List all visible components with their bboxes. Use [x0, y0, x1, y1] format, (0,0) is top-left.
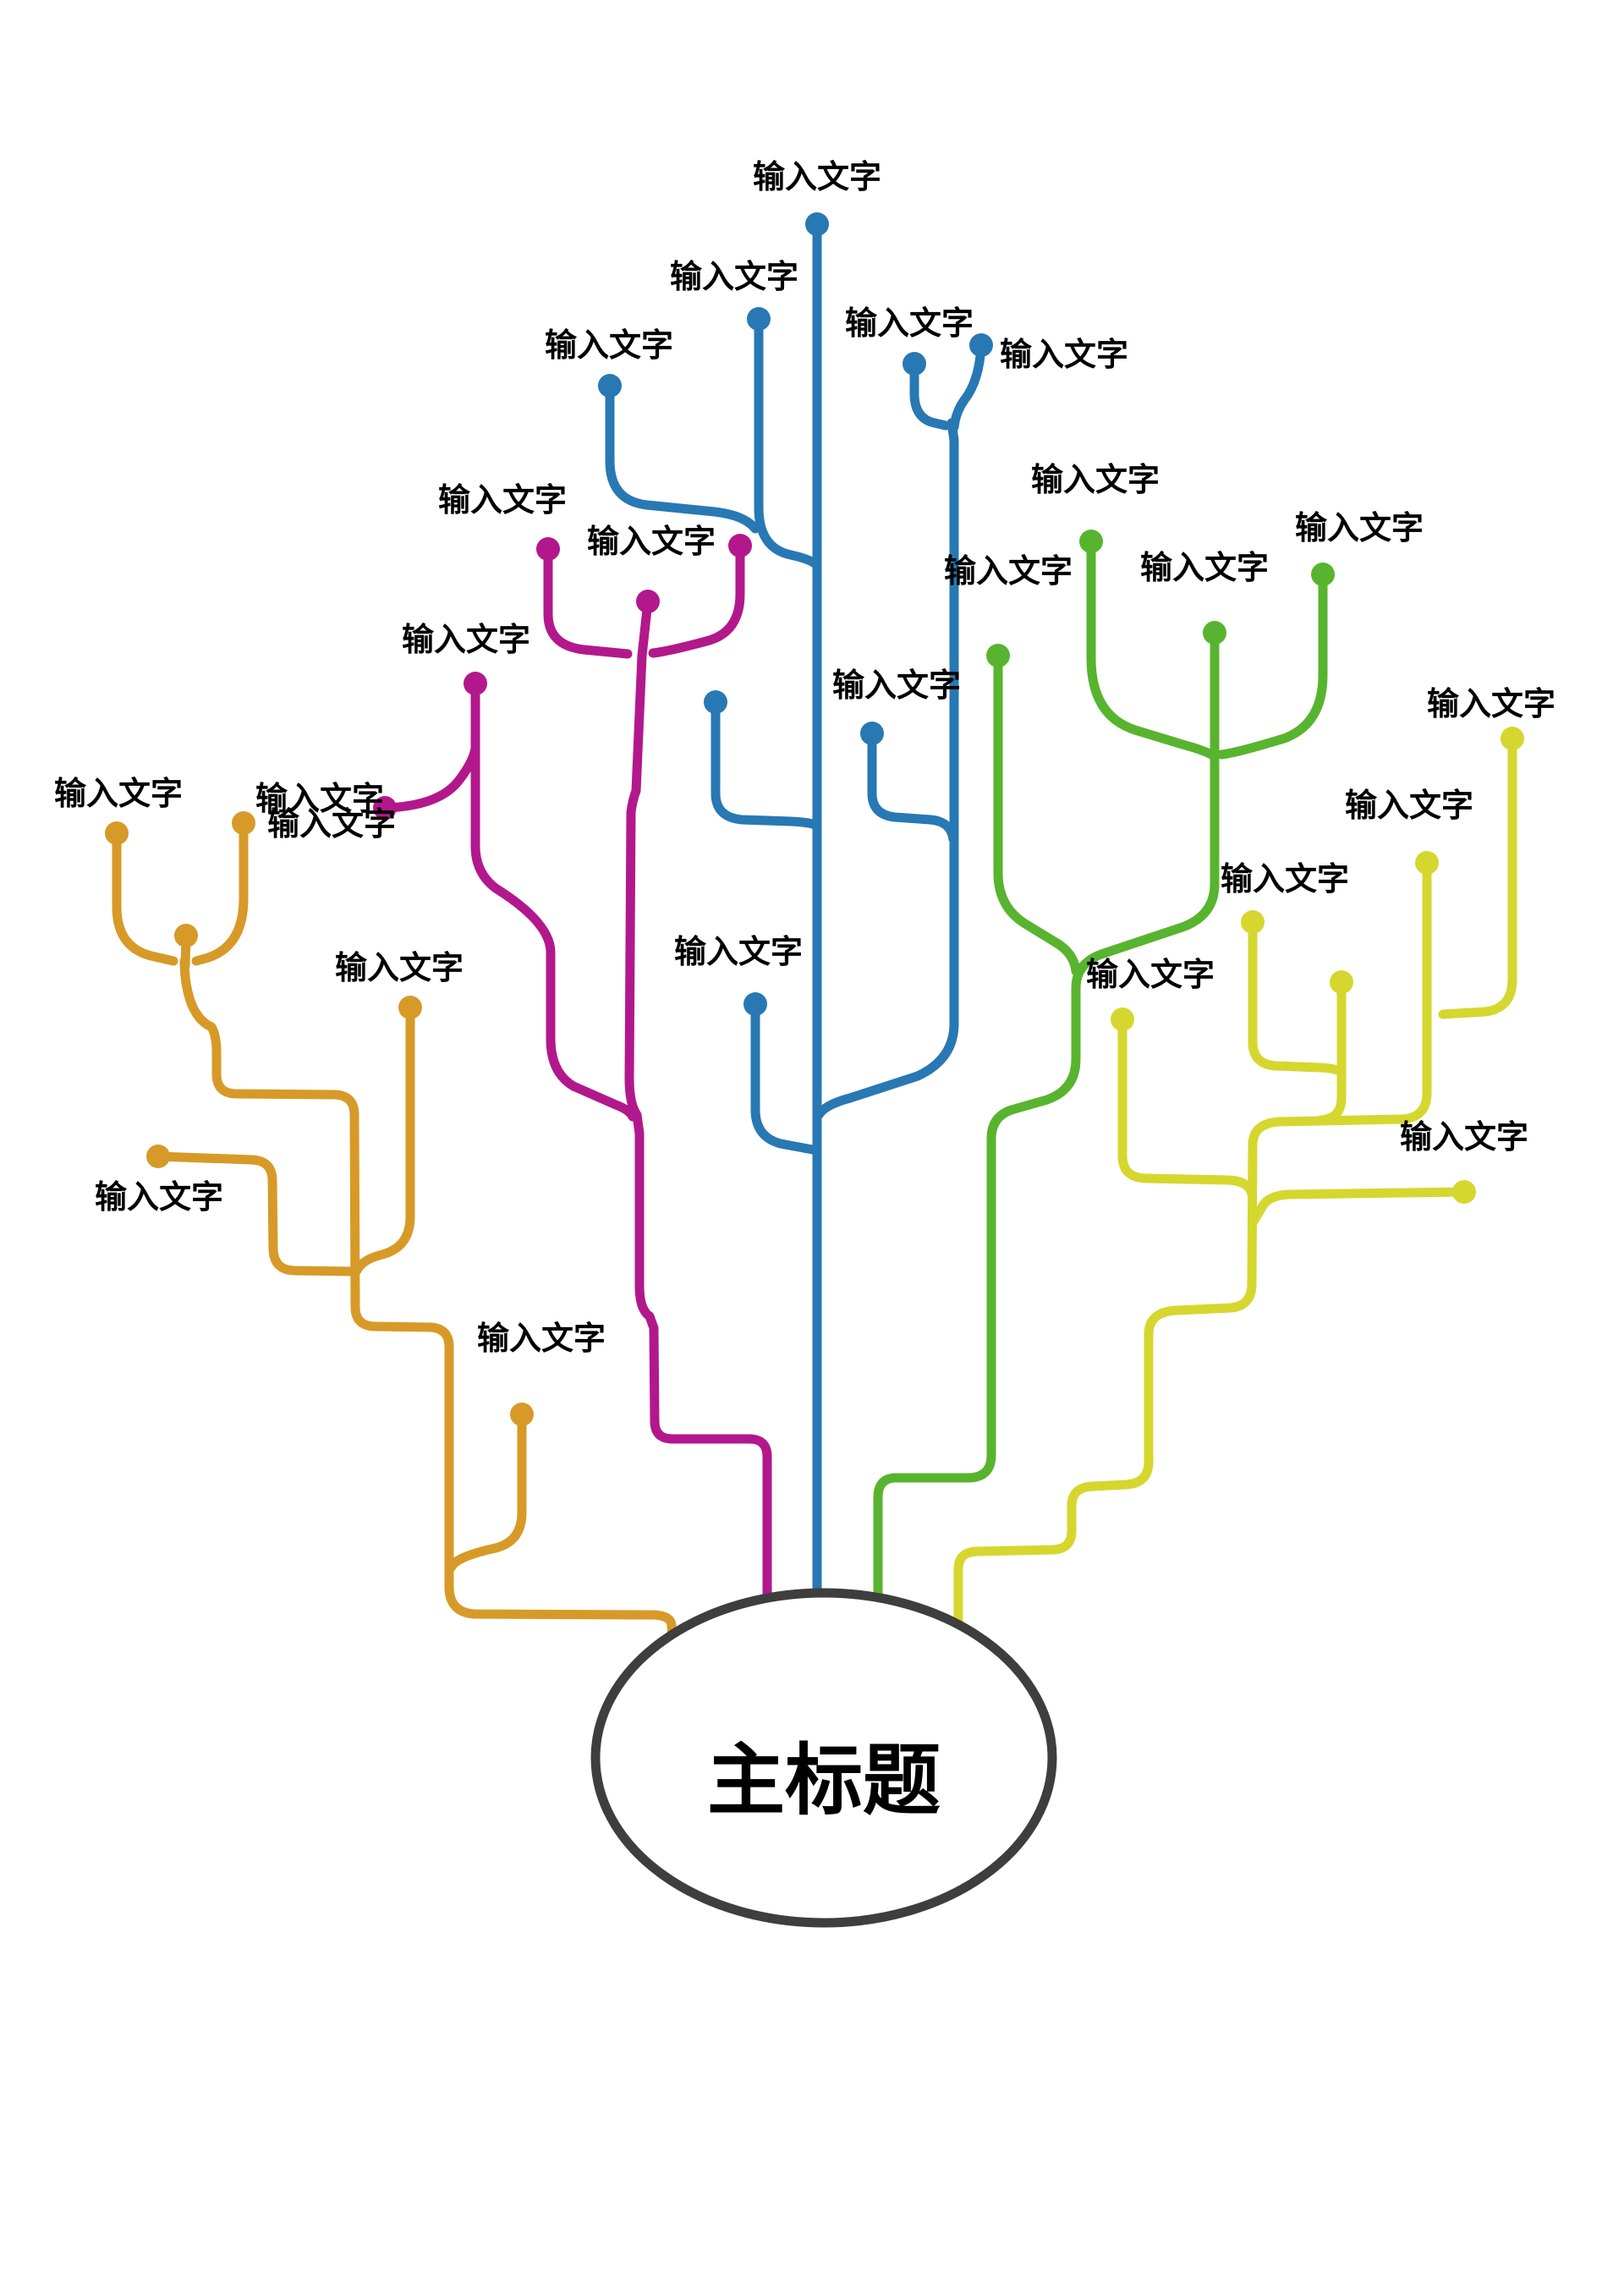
- yellow-node-label[interactable]: 输入文字: [1427, 687, 1555, 722]
- green-node-dot[interactable]: [1203, 621, 1226, 645]
- orange-node-label[interactable]: 输入文字: [335, 951, 464, 986]
- magenta-node-label[interactable]: 输入文字: [402, 623, 530, 658]
- blue-node-dot[interactable]: [969, 333, 993, 357]
- orange-branch-line: [352, 1002, 415, 1276]
- orange-branch-line: [179, 956, 678, 1641]
- green-node-label[interactable]: 输入文字: [1031, 463, 1160, 498]
- magenta-node-label[interactable]: 输入文字: [255, 782, 384, 817]
- green-node-label[interactable]: 输入文字: [1295, 511, 1424, 546]
- green-node-dot[interactable]: [986, 644, 1010, 667]
- magenta-branch-line: [543, 544, 633, 659]
- green-node-dot[interactable]: [1311, 563, 1335, 586]
- yellow-branch-line: [1316, 977, 1347, 1125]
- blue-node-dot[interactable]: [743, 992, 767, 1016]
- magenta-node-dot[interactable]: [728, 534, 752, 557]
- green-node-label[interactable]: 输入文字: [944, 554, 1073, 590]
- blue-branch-line: [814, 418, 959, 1120]
- blue-node-label[interactable]: 输入文字: [545, 328, 673, 364]
- magenta-node-label[interactable]: 输入文字: [587, 524, 716, 560]
- yellow-node-label[interactable]: 输入文字: [1345, 788, 1473, 824]
- yellow-node-dot[interactable]: [1111, 1007, 1134, 1031]
- blue-node-label[interactable]: 输入文字: [832, 668, 961, 704]
- blue-branch-line: [605, 381, 760, 534]
- orange-branch-line: [447, 1409, 527, 1572]
- yellow-branch-line: [1117, 1014, 1257, 1200]
- orange-node-dot[interactable]: [398, 996, 422, 1019]
- blue-node-label[interactable]: 输入文字: [674, 935, 803, 970]
- orange-node-dot[interactable]: [232, 811, 255, 835]
- blue-branch-line: [909, 359, 951, 431]
- blue-node-label[interactable]: 输入文字: [753, 160, 881, 195]
- green-branch-line: [993, 651, 1081, 976]
- orange-node-dot[interactable]: [105, 821, 129, 845]
- orange-branch-line: [153, 1151, 357, 1277]
- yellow-node-dot[interactable]: [1330, 970, 1353, 994]
- magenta-branch-line: [380, 744, 480, 813]
- blue-node-label[interactable]: 输入文字: [670, 260, 798, 295]
- main-topic-ellipse[interactable]: [590, 1588, 1057, 1928]
- blue-node-dot[interactable]: [747, 307, 771, 331]
- orange-node-dot[interactable]: [510, 1403, 534, 1426]
- yellow-node-label[interactable]: 输入文字: [1086, 958, 1215, 993]
- magenta-branch-line: [624, 596, 772, 1605]
- orange-node-label[interactable]: 输入文字: [54, 777, 183, 812]
- green-node-dot[interactable]: [1079, 530, 1103, 553]
- magenta-branch-line: [470, 678, 638, 1122]
- orange-branch-line: [112, 828, 178, 966]
- blue-node-label[interactable]: 输入文字: [845, 306, 974, 342]
- orange-node-label[interactable]: 输入文字: [95, 1180, 223, 1216]
- yellow-branch-line: [1248, 1187, 1469, 1227]
- orange-node-dot[interactable]: [174, 924, 198, 947]
- blue-branch-line: [754, 314, 822, 570]
- yellow-branch-line: [1248, 917, 1347, 1078]
- blue-node-dot[interactable]: [860, 722, 884, 745]
- branch-layer: 输入文字输入文字输入文字输入文字输入文字输入文字输入文字输入文字输入文字输入文字…: [54, 160, 1555, 1641]
- main-title[interactable]: 主标题: [707, 1738, 941, 1824]
- magenta-node-dot[interactable]: [536, 537, 560, 561]
- magenta-branch-line: [648, 541, 745, 658]
- orange-node-label[interactable]: 输入文字: [477, 1321, 606, 1357]
- yellow-node-dot[interactable]: [1501, 727, 1524, 750]
- green-branch-line: [1086, 536, 1218, 760]
- magenta-node-label[interactable]: 输入文字: [438, 483, 567, 519]
- yellow-node-label[interactable]: 输入文字: [1400, 1120, 1528, 1156]
- blue-node-dot[interactable]: [704, 690, 727, 714]
- yellow-branch-line: [953, 858, 1432, 1631]
- green-branch-line: [873, 628, 1220, 1603]
- blue-node-dot[interactable]: [598, 374, 622, 398]
- orange-node-label[interactable]: 输入文字: [267, 807, 396, 843]
- blue-branch-line: [750, 999, 822, 1156]
- magenta-node-dot[interactable]: [373, 796, 397, 820]
- orange-node-dot[interactable]: [146, 1145, 170, 1168]
- orange-branch-line: [191, 818, 249, 966]
- blue-node-dot[interactable]: [805, 212, 829, 236]
- magenta-node-dot[interactable]: [464, 672, 487, 695]
- yellow-node-dot[interactable]: [1452, 1180, 1476, 1204]
- green-node-label[interactable]: 输入文字: [1140, 551, 1269, 586]
- blue-node-label[interactable]: 输入文字: [1000, 338, 1128, 373]
- yellow-node-dot[interactable]: [1241, 910, 1265, 934]
- blue-node-dot[interactable]: [903, 352, 926, 376]
- blue-branch-line: [949, 340, 986, 432]
- green-branch-line: [1216, 569, 1328, 760]
- blue-branch-line: [867, 728, 958, 844]
- magenta-node-dot[interactable]: [636, 590, 660, 613]
- blue-branch-line: [710, 697, 822, 831]
- yellow-branch-line: [1438, 733, 1517, 1019]
- yellow-node-dot[interactable]: [1415, 851, 1439, 875]
- yellow-node-label[interactable]: 输入文字: [1221, 862, 1349, 898]
